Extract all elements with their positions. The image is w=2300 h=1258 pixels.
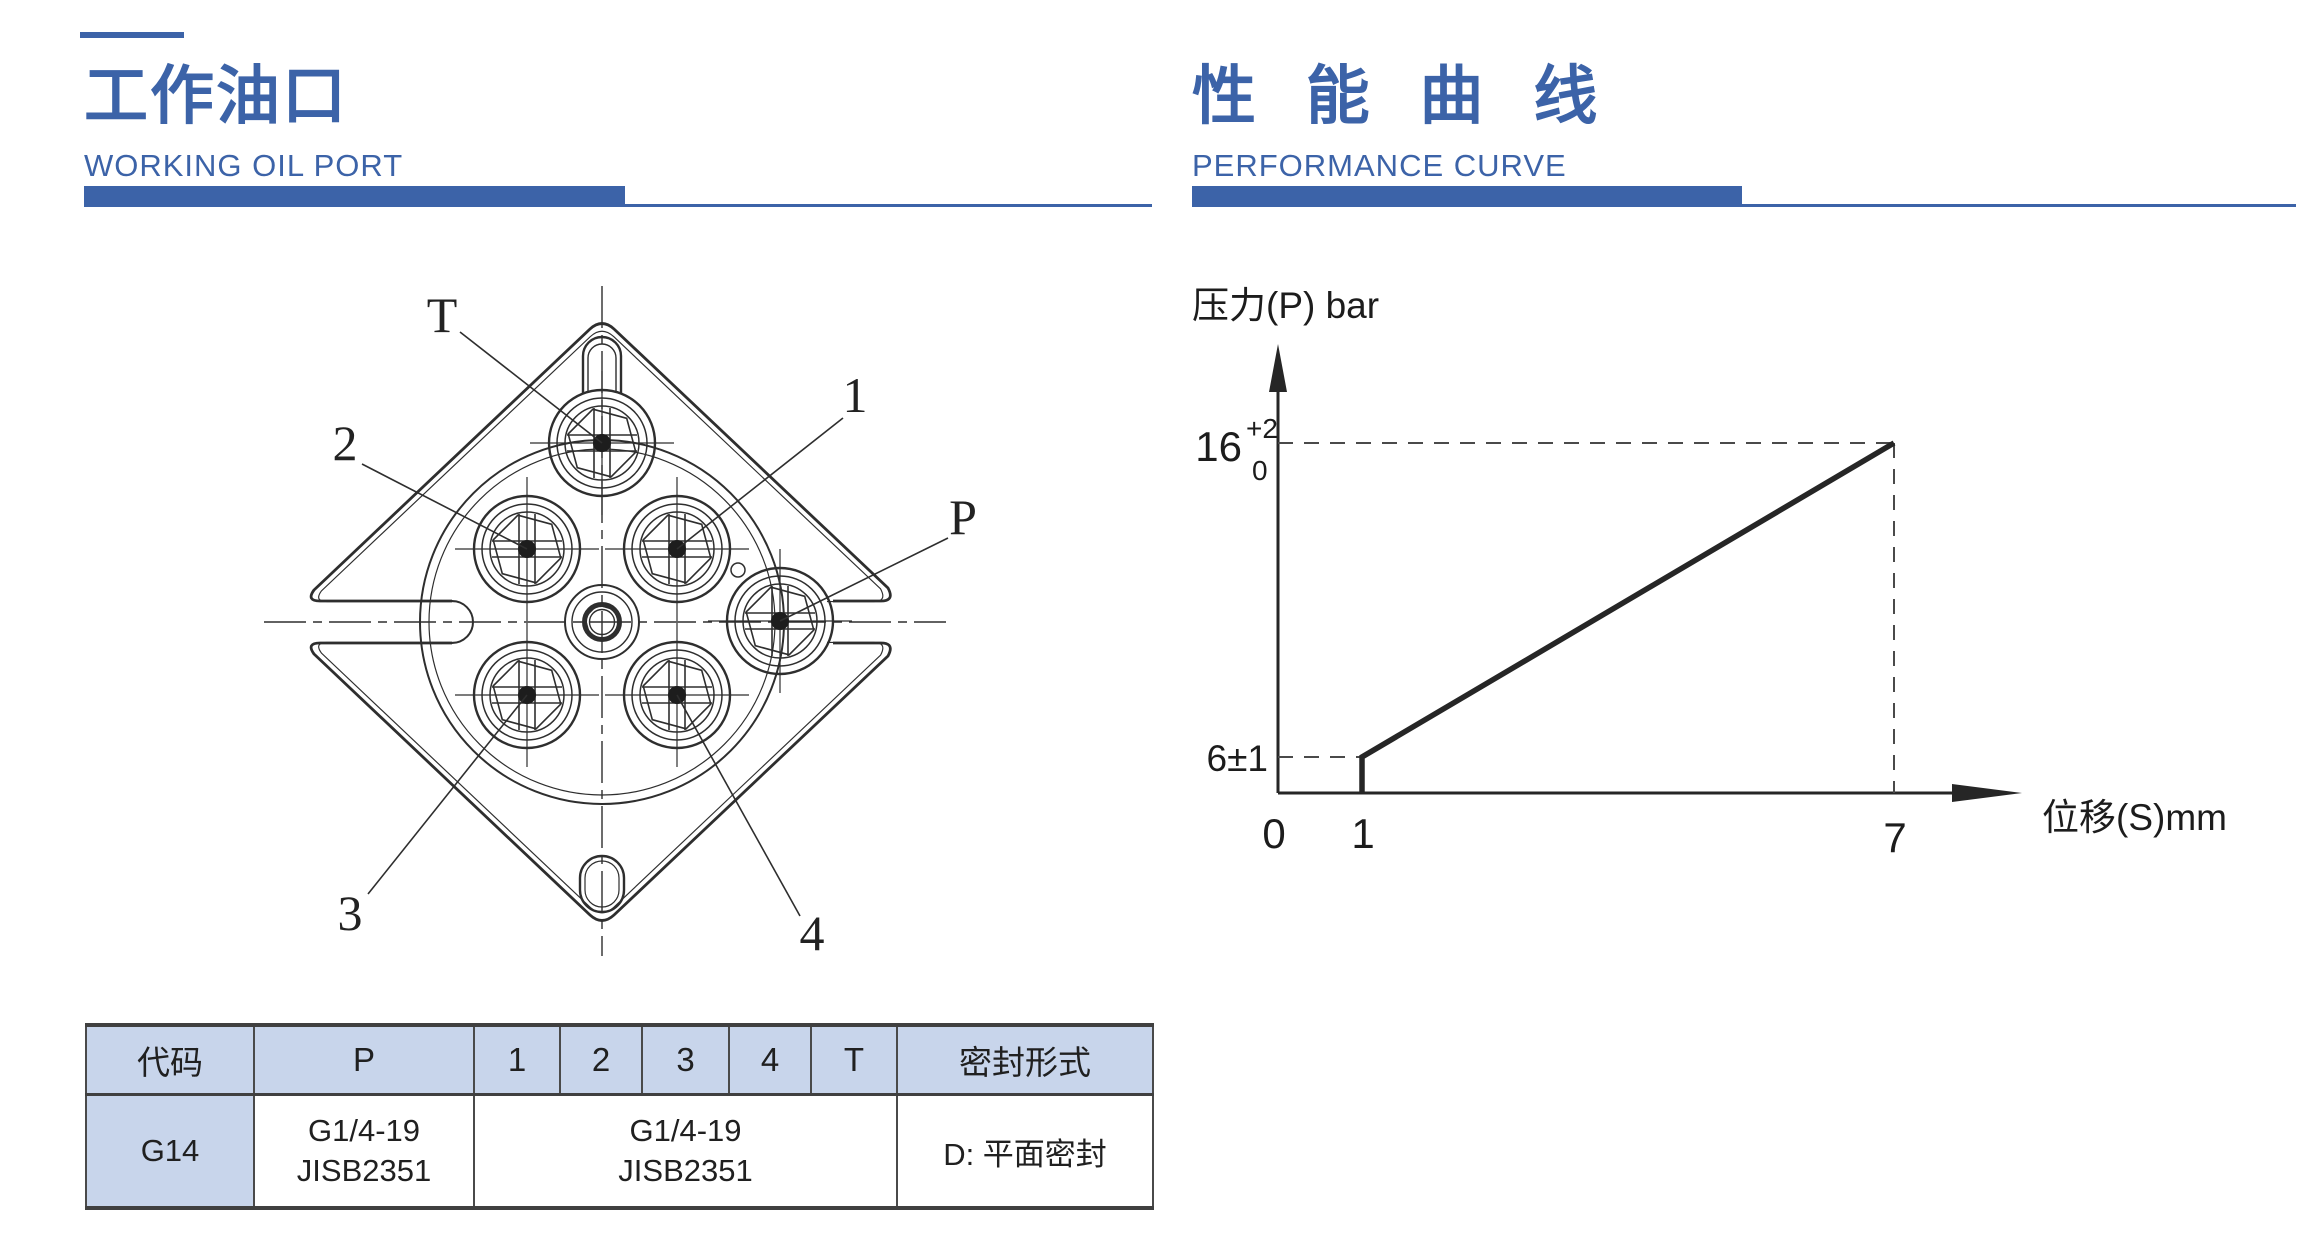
header-P: P <box>253 1024 475 1096</box>
cell-port-P-spec-line1: G1/4-19 <box>307 1112 420 1148</box>
right-section-bar <box>1192 186 1742 207</box>
x-axis-title: 位移(S)mm <box>2042 797 2227 838</box>
center-pilot-port <box>564 584 640 660</box>
table-data-row: G14 G1/4-19 JISB2351 G1/4-19 JISB2351 D:… <box>85 1093 1154 1209</box>
left-section-title: 工作油口 <box>84 60 348 132</box>
right-section-subtitle: PERFORMANCE CURVE <box>1192 148 1567 183</box>
label-port-P: P <box>949 489 977 545</box>
header-3: 3 <box>641 1024 730 1096</box>
cell-port-P-spec: G1/4-19 JISB2351 <box>253 1093 475 1209</box>
locating-hole <box>730 562 746 578</box>
y-axis-arrow-icon <box>1269 344 1287 392</box>
header-T: T <box>810 1024 898 1096</box>
leader-lines <box>361 331 949 917</box>
page-corner-accent <box>80 32 184 38</box>
y-tick-16-sub: 0 <box>1252 455 1268 486</box>
left-section-bar <box>84 186 625 207</box>
cell-seal-type: D: 平面密封 <box>896 1093 1154 1209</box>
right-section-rule <box>1192 204 2296 207</box>
cell-ports-1234T-spec: G1/4-19 JISB2351 <box>473 1093 898 1209</box>
header-4: 4 <box>728 1024 812 1096</box>
header-1: 1 <box>473 1024 561 1096</box>
label-port-T: T <box>427 287 458 343</box>
pressure-displacement-curve <box>1359 440 1896 793</box>
y-tick-6: 6±1 <box>1207 738 1268 779</box>
x-axis-arrow-icon <box>1952 784 2022 802</box>
cell-code: G14 <box>85 1093 255 1209</box>
working-oil-port-diagram: T 1 2 P 3 4 <box>264 286 977 961</box>
cell-ports-spec-line2: JISB2351 <box>618 1153 753 1188</box>
header-seal-type: 密封形式 <box>896 1024 1154 1096</box>
x-tick-0: 0 <box>1262 810 1285 857</box>
port-spec-table: 代码 P 1 2 3 4 T 密封形式 G14 G1/4-19 JISB2351… <box>85 1023 1154 1210</box>
header-code: 代码 <box>85 1024 255 1096</box>
x-tick-1: 1 <box>1351 810 1374 857</box>
left-section-subtitle: WORKING OIL PORT <box>84 148 404 183</box>
performance-curve-chart: 压力(P) bar 位移(S)mm 16 +2 0 6±1 0 1 7 <box>1192 285 2227 861</box>
header-2: 2 <box>559 1024 643 1096</box>
y-axis-title: 压力(P) bar <box>1192 285 1379 326</box>
dashed-guides <box>1278 442 1895 793</box>
y-tick-16-sup: +2 <box>1246 413 1278 444</box>
table-header-row: 代码 P 1 2 3 4 T 密封形式 <box>85 1024 1154 1096</box>
cell-port-P-spec-line2: JISB2351 <box>296 1153 432 1188</box>
right-section-title: 性 能 曲 线 <box>1192 60 1614 132</box>
label-port-2: 2 <box>333 415 358 471</box>
y-tick-16: 16 <box>1195 423 1242 470</box>
label-port-3: 3 <box>338 885 363 941</box>
label-port-1: 1 <box>843 367 868 423</box>
x-tick-7: 7 <box>1883 814 1906 861</box>
label-port-4: 4 <box>800 905 825 961</box>
cell-ports-spec-line1: G1/4-19 <box>629 1112 742 1148</box>
